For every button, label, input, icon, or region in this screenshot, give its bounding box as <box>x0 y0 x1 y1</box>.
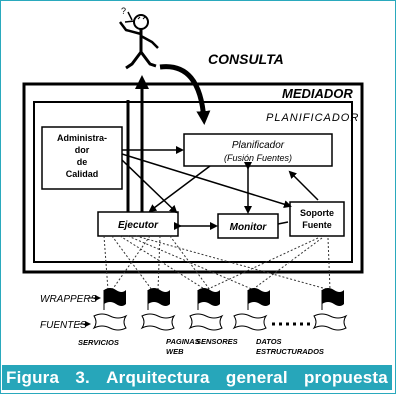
estructurados-label: ESTRUCTURADOS <box>256 347 324 356</box>
source-shape-2 <box>140 313 176 331</box>
user-figure-icon <box>119 11 159 70</box>
source-shape-5 <box>312 313 348 331</box>
servicios-label: SERVICIOS <box>78 338 119 347</box>
ejecutor-box <box>97 211 179 237</box>
wrappers-label: WRAPPERS <box>40 294 98 305</box>
question-mark: ? <box>121 6 126 16</box>
planificador-line-2: (Fusión Fuentes) <box>224 153 292 163</box>
source-shape-3 <box>188 313 224 331</box>
caption-word-1: Figura <box>6 367 60 387</box>
admin-line-1: Administra- <box>57 133 107 143</box>
mediador-label: MEDIADOR <box>282 86 353 101</box>
internal-arrows <box>121 146 319 230</box>
monitor-label: Monitor <box>230 222 268 233</box>
administrador-calidad-box <box>41 126 123 190</box>
caption-word-3: Arquitectura <box>106 367 210 387</box>
wrapper-connections <box>103 235 331 291</box>
paginas-label: PAGINAS <box>166 337 200 346</box>
consulta-label: CONSULTA <box>208 51 284 67</box>
soporte-fuente-box <box>289 201 345 237</box>
wrapper-icon-3 <box>198 288 220 306</box>
web-label: WEB <box>166 347 184 356</box>
admin-line-4: Calidad <box>66 169 99 179</box>
wrapper-icon-5 <box>322 288 344 306</box>
caption-word-5: propuesta <box>303 367 388 387</box>
caption-word-2: 3. <box>75 367 90 387</box>
datos-label: DATOS <box>256 337 282 346</box>
soporte-line-1: Soporte <box>300 208 334 218</box>
wrapper-icon-2 <box>148 288 170 306</box>
wrapper-icons <box>104 288 344 306</box>
wrapper-icon-4 <box>248 288 270 306</box>
source-shapes <box>92 313 348 331</box>
admin-line-2: dor <box>75 145 90 155</box>
planificador-container <box>33 101 353 263</box>
planificador-container-label: PLANIFICADOR <box>266 112 359 124</box>
planificador-box <box>183 133 333 167</box>
ejecutor-label: Ejecutor <box>118 220 159 231</box>
source-shape-4 <box>232 313 268 331</box>
fuentes-label: FUENTES <box>40 320 87 331</box>
monitor-box <box>217 213 279 239</box>
planificador-line-1: Planificador <box>232 140 285 151</box>
caption-word-4: general <box>225 367 288 387</box>
mediador-box <box>22 82 364 274</box>
admin-line-3: de <box>77 157 88 167</box>
query-arrow <box>159 64 211 125</box>
sensores-label: SENSORES <box>196 337 238 346</box>
figure-caption: Figura 3. Arquitectura general propuesta <box>2 365 392 390</box>
wrapper-icon-1 <box>104 288 126 306</box>
soporte-line-2: Fuente <box>302 220 332 230</box>
source-shape-1 <box>92 313 128 331</box>
wrapper-stems <box>103 290 323 310</box>
